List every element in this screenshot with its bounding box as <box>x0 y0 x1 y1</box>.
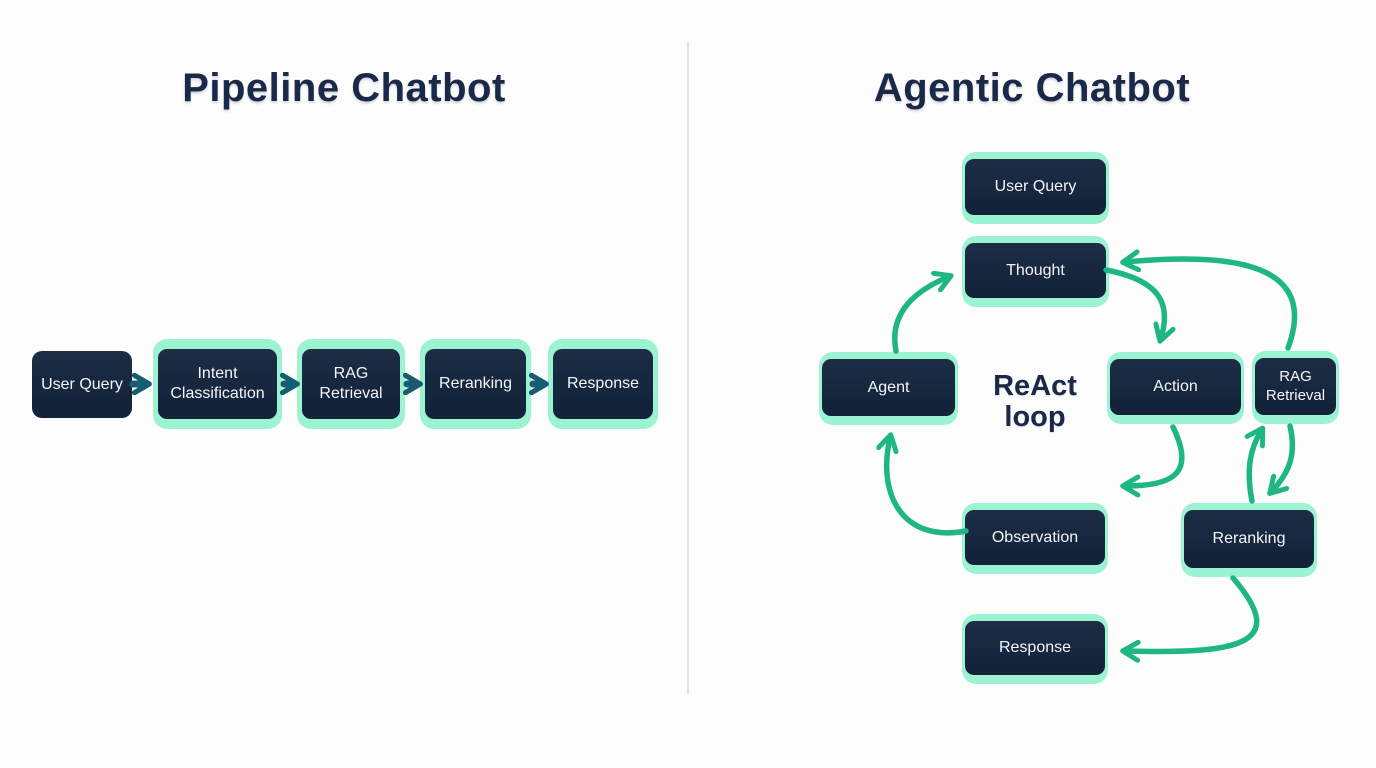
loop-node-rag-retrieval-label: RAG Retrieval <box>1255 358 1336 415</box>
loop-node-observation-label: Observation <box>965 510 1105 565</box>
pipeline-node-rag-retrieval: RAG Retrieval <box>297 339 405 429</box>
loop-node-response-label: Response <box>965 621 1105 675</box>
react-loop-label-line2: loop <box>1004 401 1066 434</box>
loop-node-reranking-label: Reranking <box>1184 510 1314 568</box>
pipeline-node-user-query: User Query <box>32 351 132 418</box>
arrow-reranking-to-response <box>1126 575 1260 652</box>
pipeline-node-rag-retrieval-label: RAG Retrieval <box>302 349 400 419</box>
right-panel-title: Agentic Chatbot <box>873 66 1191 110</box>
loop-node-user-query: User Query <box>962 152 1109 224</box>
loop-node-action: Action <box>1107 352 1244 424</box>
loop-node-agent-label: Agent <box>822 359 955 416</box>
loop-node-rag-retrieval: RAG Retrieval <box>1252 351 1339 424</box>
pipeline-node-user-query-label: User Query <box>32 351 132 418</box>
arrow-observation-to-agent <box>887 438 969 536</box>
react-loop-label-line1: ReAct <box>993 370 1077 402</box>
left-panel-title: Pipeline Chatbot <box>182 66 506 110</box>
loop-node-reranking: Reranking <box>1181 503 1317 577</box>
pipeline-node-reranking: Reranking <box>420 339 531 429</box>
arrow-rag-retrieval-to-thought <box>1126 259 1298 351</box>
pipeline-node-reranking-label: Reranking <box>425 349 526 419</box>
loop-node-observation: Observation <box>962 503 1108 574</box>
loop-node-thought-label: Thought <box>965 243 1106 298</box>
panel-divider-line <box>687 42 689 694</box>
arrow-action-to-observation <box>1126 424 1185 486</box>
arrow-reranking-to-rag-retrieval <box>1249 431 1261 504</box>
loop-node-user-query-label: User Query <box>965 159 1106 215</box>
pipeline-node-intent-classification-label: Intent Classification <box>158 349 277 419</box>
pipeline-node-intent-classification: Intent Classification <box>153 339 282 429</box>
loop-node-agent: Agent <box>819 352 958 425</box>
loop-node-response: Response <box>962 614 1108 684</box>
loop-node-thought: Thought <box>962 236 1109 307</box>
pipeline-node-response: Response <box>548 339 658 429</box>
loop-node-action-label: Action <box>1110 359 1241 415</box>
pipeline-node-response-label: Response <box>553 349 653 419</box>
react-loop-label: ReAct loop <box>963 370 1107 434</box>
arrow-thought-to-action <box>1103 267 1165 338</box>
arrow-rag-retrieval-to-reranking <box>1272 423 1296 491</box>
arrow-agent-to-thought <box>892 277 948 354</box>
